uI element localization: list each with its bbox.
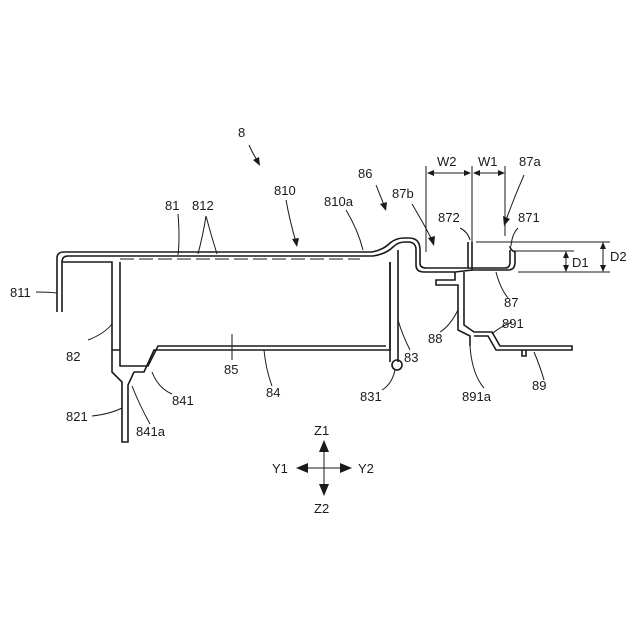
d2-arrow-top xyxy=(600,242,606,249)
leader-810-arrow xyxy=(292,238,299,247)
label-89: 89 xyxy=(532,378,546,393)
axis-arrow-left-icon xyxy=(296,463,308,473)
leader-841a xyxy=(132,386,150,424)
axis-label-z1: Z1 xyxy=(314,423,329,438)
leader-810a xyxy=(346,210,363,250)
label-821: 821 xyxy=(66,409,88,424)
label-811: 811 xyxy=(10,285,31,300)
leader-812b xyxy=(206,216,217,254)
leader-87a-arrow xyxy=(503,216,510,226)
leader-86 xyxy=(376,185,384,205)
leader-86-arrow xyxy=(380,202,387,211)
left-wall-82 xyxy=(120,262,140,366)
stem-88-inner xyxy=(464,272,572,350)
leader-812a xyxy=(198,216,206,254)
label-88: 88 xyxy=(428,331,442,346)
flange-89-tab xyxy=(522,350,526,356)
d1-arrow-bottom xyxy=(563,265,569,272)
label-83: 83 xyxy=(404,350,418,365)
leader-831 xyxy=(382,370,395,390)
label-841: 841 xyxy=(172,393,194,408)
w1-arrow-right xyxy=(498,170,505,176)
label-D2: D2 xyxy=(610,249,627,264)
label-87a: 87a xyxy=(519,154,541,169)
leader-81 xyxy=(178,214,179,255)
label-871: 871 xyxy=(518,210,540,225)
w2-arrow-left xyxy=(427,170,434,176)
axis-arrow-down-icon xyxy=(319,484,329,496)
label-82: 82 xyxy=(66,349,80,364)
leader-89 xyxy=(534,352,544,380)
leader-871 xyxy=(511,228,518,246)
axis-label-y1: Y1 xyxy=(272,461,288,476)
label-810: 810 xyxy=(274,183,296,198)
label-86: 86 xyxy=(358,166,372,181)
axis-label-z2: Z2 xyxy=(314,501,329,516)
bottom-wall-84-inner xyxy=(140,346,386,366)
leader-84 xyxy=(264,350,272,386)
w1-arrow-left xyxy=(473,170,480,176)
label-891a: 891a xyxy=(462,389,492,404)
leader-83 xyxy=(398,320,410,350)
label-872: 872 xyxy=(438,210,460,225)
label-831: 831 xyxy=(360,389,382,404)
leader-891a xyxy=(470,346,484,388)
top-wall-inner xyxy=(57,238,468,312)
axis-arrow-right-icon xyxy=(340,463,352,473)
leader-821 xyxy=(92,408,122,416)
leader-87b-arrow xyxy=(428,236,435,246)
leader-8-arrow xyxy=(253,157,260,166)
label-87b: 87b xyxy=(392,186,414,201)
leader-872 xyxy=(460,228,470,240)
label-891: 891 xyxy=(502,316,524,331)
label-87: 87 xyxy=(504,295,518,310)
label-W2: W2 xyxy=(437,154,457,169)
label-W1: W1 xyxy=(478,154,498,169)
label-8: 8 xyxy=(238,125,245,140)
axis-label-y2: Y2 xyxy=(358,461,374,476)
label-D1: D1 xyxy=(572,255,589,270)
leader-82 xyxy=(88,324,112,340)
d1-arrow-top xyxy=(563,251,569,258)
bottom-wall-84 xyxy=(134,262,390,372)
leader-88 xyxy=(440,310,458,332)
label-810a: 810a xyxy=(324,194,354,209)
axis-arrow-up-icon xyxy=(319,440,329,452)
leader-810 xyxy=(286,200,296,242)
groove-87-inner xyxy=(468,250,510,268)
d2-arrow-bottom xyxy=(600,265,606,272)
hook-831 xyxy=(392,360,402,370)
left-wall-82-leg xyxy=(112,350,134,442)
leader-811 xyxy=(36,292,57,293)
lip-811 xyxy=(62,262,120,350)
w2-arrow-right xyxy=(464,170,471,176)
label-812: 812 xyxy=(192,198,214,213)
label-81: 81 xyxy=(165,198,179,213)
label-85: 85 xyxy=(224,362,238,377)
label-841a: 841a xyxy=(136,424,166,439)
leader-841 xyxy=(152,372,172,394)
leader-87b xyxy=(412,204,432,240)
label-84: 84 xyxy=(266,385,280,400)
